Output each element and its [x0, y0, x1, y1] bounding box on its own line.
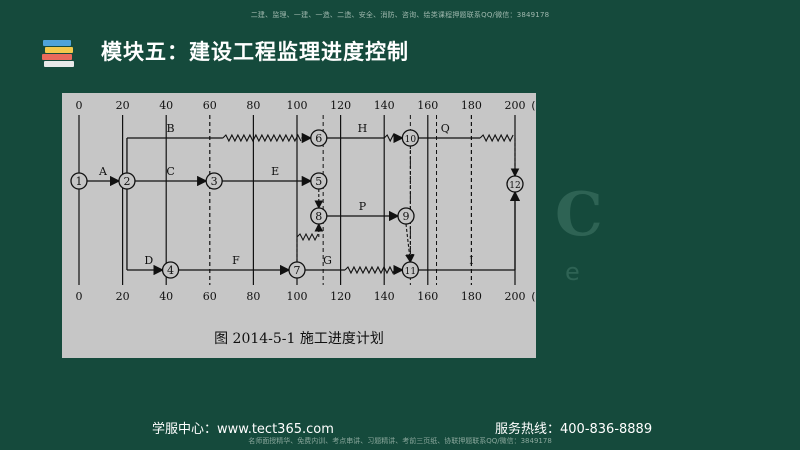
node-circle — [310, 172, 328, 190]
node-label: 11 — [405, 267, 416, 277]
unit-label-bottom: (天) — [531, 290, 536, 303]
tick-label-bottom: 200 — [505, 290, 526, 303]
tick-label-top: 160 — [417, 99, 438, 112]
node-label: 10 — [405, 135, 417, 145]
tick-label-bottom: 20 — [116, 290, 130, 303]
activity-label: P — [359, 200, 367, 213]
node-circle — [310, 129, 328, 147]
tick-label-top: 180 — [461, 99, 482, 112]
activity-label: F — [232, 254, 240, 267]
tick-label-top: 0 — [76, 99, 83, 112]
activity-label: I — [469, 254, 473, 267]
tick-label-bottom: 120 — [330, 290, 351, 303]
node-circle — [401, 261, 420, 279]
dummy-arrow — [405, 223, 414, 264]
tick-label-top: 80 — [246, 99, 260, 112]
diagram-caption: 图 2014-5-1 施工进度计划 — [214, 331, 384, 347]
node-circle — [288, 261, 306, 279]
service-center-text: 学服中心：www.tect365.com — [152, 422, 334, 437]
activity-label: H — [358, 122, 368, 135]
node-label: 9 — [403, 210, 410, 223]
free-float-wave — [344, 265, 397, 275]
free-float-wave — [479, 133, 514, 143]
activity-label: B — [167, 122, 175, 135]
hotline-text: 服务热线：400-836-8889 — [495, 422, 653, 437]
activity-label: C — [166, 165, 174, 178]
node-label: 8 — [315, 210, 322, 223]
free-float-wave — [296, 232, 319, 242]
tick-label-top: 120 — [330, 99, 351, 112]
tick-label-top: 60 — [203, 99, 217, 112]
activity-label: D — [144, 254, 153, 267]
node-circle — [397, 207, 415, 225]
tick-label-bottom: 60 — [203, 290, 217, 303]
top-note: 二建、监理、一建、一造、二造、安全、消防、咨询、绘类课程押题联系QQ/微信：38… — [250, 11, 550, 19]
tick-label-bottom: 0 — [76, 290, 83, 303]
books-icon — [42, 40, 74, 67]
node-label: 2 — [123, 175, 130, 188]
background-watermark-2: e — [565, 258, 580, 286]
tick-label-top: 20 — [116, 99, 130, 112]
activity-label: Q — [441, 122, 450, 135]
tick-label-bottom: 160 — [417, 290, 438, 303]
node-label: 12 — [509, 181, 520, 191]
tick-label-bottom: 140 — [374, 290, 395, 303]
unit-label-top: (天) — [531, 99, 536, 112]
node-label: 4 — [167, 264, 174, 277]
activity-label: A — [98, 165, 108, 178]
node-label: 6 — [315, 132, 322, 145]
tick-label-top: 140 — [374, 99, 395, 112]
tick-label-bottom: 80 — [246, 290, 260, 303]
node-circle — [506, 175, 524, 193]
activity-label: E — [271, 165, 279, 178]
node-circle — [310, 207, 328, 225]
module-title: 模块五：建设工程监理进度控制 — [101, 40, 409, 64]
tick-label-bottom: 100 — [287, 290, 308, 303]
time-scaled-network-diagram: 0 0 20 20 40 40 60 60 80 80 100 100 120 120 140 140 160 1… — [70, 99, 536, 347]
node-label: 5 — [315, 175, 322, 188]
background-watermark: C — [555, 180, 603, 250]
tick-label-top: 40 — [159, 99, 173, 112]
activity-label: G — [323, 254, 332, 267]
free-float-wave — [383, 133, 397, 143]
node-circle — [161, 261, 180, 279]
tick-label-top: 100 — [287, 99, 308, 112]
node-circle — [205, 172, 223, 190]
free-float-wave — [222, 133, 302, 143]
tick-label-bottom: 180 — [461, 290, 482, 303]
node-circle — [401, 129, 420, 147]
node-label: 7 — [294, 264, 301, 277]
bottom-note: 名师面授精华、免费内训、考点串讲、习题精讲、考前三页纸、协联押题联系QQ/微信：… — [248, 437, 552, 445]
node-label: 1 — [76, 175, 83, 188]
tick-label-top: 200 — [505, 99, 526, 112]
tick-label-bottom: 40 — [159, 290, 173, 303]
node-circle — [70, 172, 88, 190]
node-label: 3 — [211, 175, 218, 188]
network-diagram-panel: 0 0 20 20 40 40 60 60 80 80 100 100 120 120 140 140 160 1… — [62, 93, 536, 358]
node-circle — [118, 172, 136, 190]
